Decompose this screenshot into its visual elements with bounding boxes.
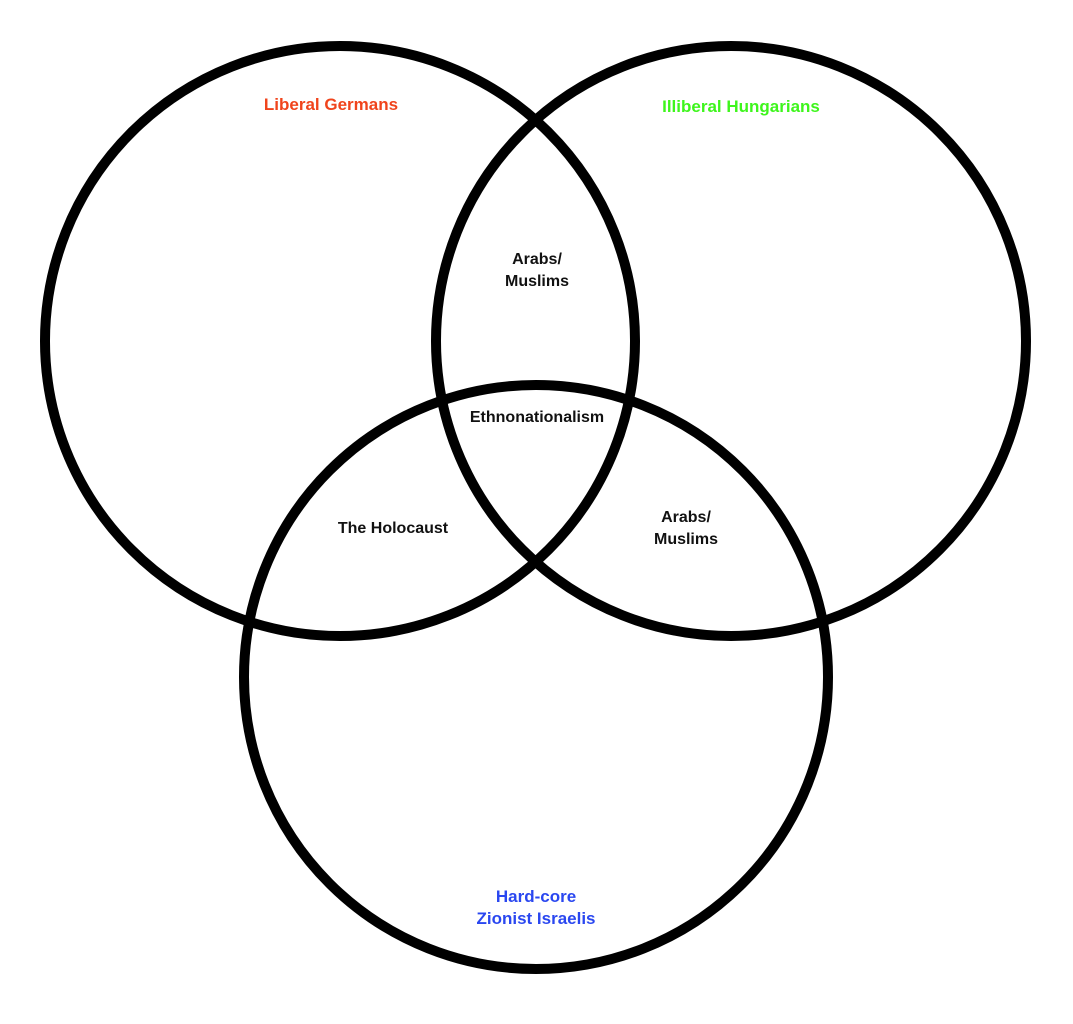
set-label-illiberal-hungarians: Illiberal Hungarians [662, 97, 820, 116]
circle-liberal-germans [40, 41, 640, 641]
region-right-bottom-line2: Muslims [654, 531, 718, 548]
region-left-bottom: The Holocaust [338, 520, 449, 537]
set-label-liberal-germans: Liberal Germans [264, 95, 398, 114]
circle-illiberal-hungarians [431, 41, 1031, 641]
region-all-three: Ethnonationalism [470, 409, 604, 426]
region-right-bottom-line1: Arabs/ [661, 509, 711, 526]
region-left-right-line1: Arabs/ [512, 251, 562, 268]
set-label-zionist-israelis-line2: Zionist Israelis [476, 909, 595, 928]
region-left-right-line2: Muslims [505, 273, 569, 290]
set-label-zionist-israelis-line1: Hard-core [496, 887, 576, 906]
circle-zionist-israelis [239, 380, 833, 974]
